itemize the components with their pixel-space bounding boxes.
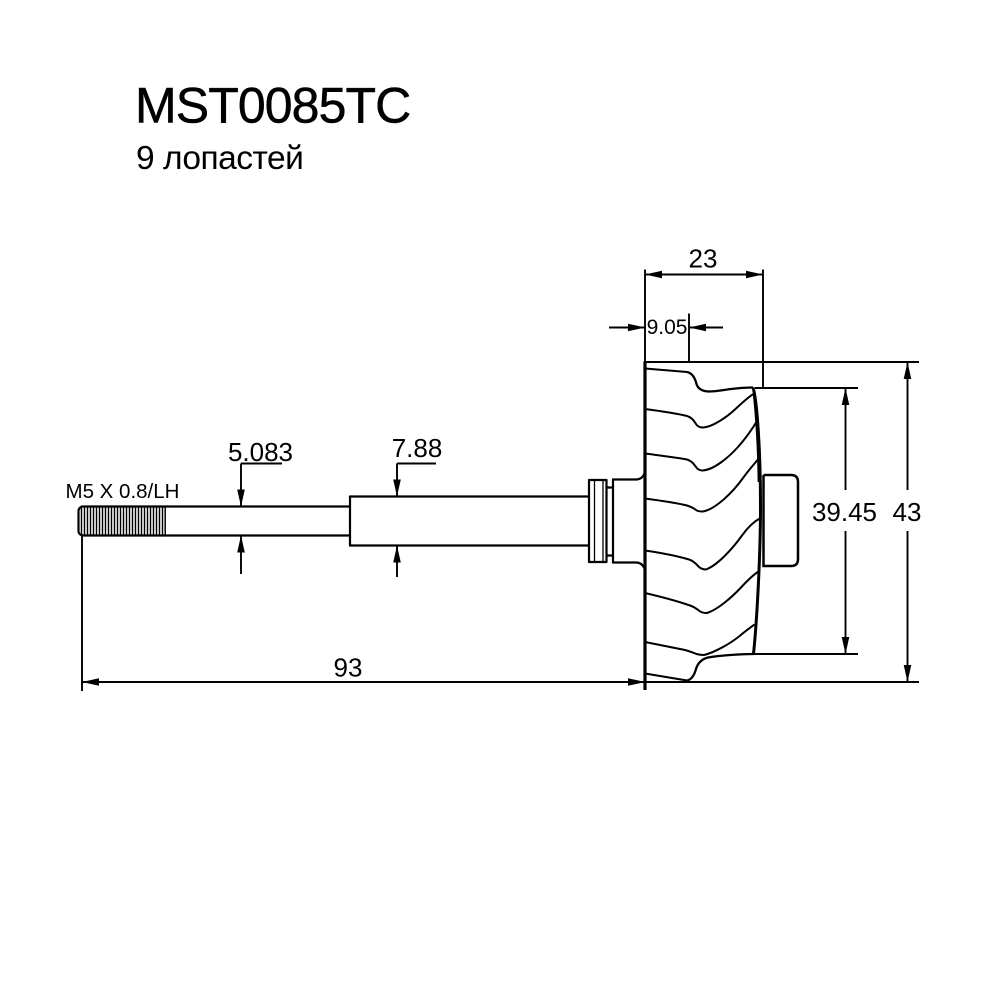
svg-text:93: 93 [334, 653, 363, 683]
svg-text:9.05: 9.05 [647, 316, 688, 339]
svg-text:7.88: 7.88 [392, 433, 443, 463]
svg-text:5.083: 5.083 [228, 437, 293, 467]
svg-text:9 лопастей: 9 лопастей [136, 140, 303, 177]
svg-text:39.45: 39.45 [812, 497, 877, 527]
svg-text:M5 X 0.8/LH: M5 X 0.8/LH [66, 480, 180, 503]
svg-text:MST0085TC: MST0085TC [135, 78, 410, 134]
svg-text:43: 43 [893, 497, 922, 527]
svg-text:23: 23 [689, 244, 718, 274]
